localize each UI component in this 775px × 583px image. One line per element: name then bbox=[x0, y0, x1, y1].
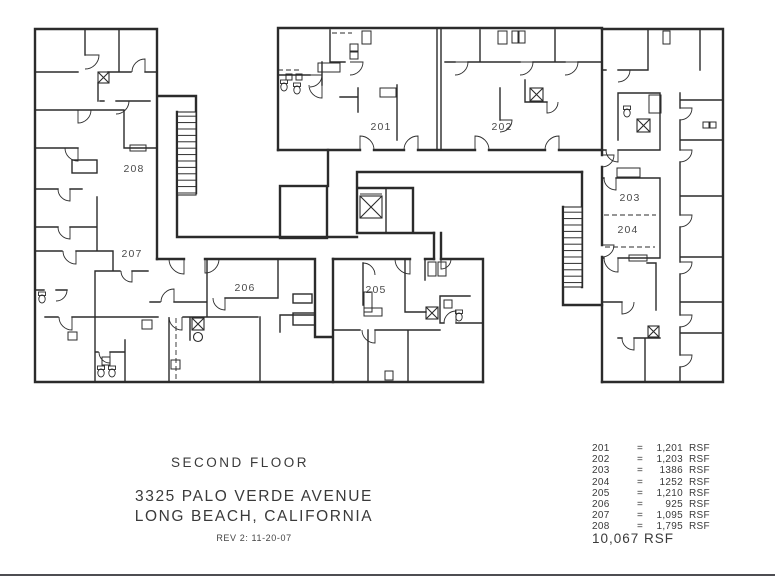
legend-row: 204 = 1252 RSF bbox=[592, 477, 710, 488]
toilet-icons bbox=[38, 79, 631, 378]
legend-equals: = bbox=[637, 476, 644, 488]
legend-row: 203 = 1386 RSF bbox=[592, 465, 710, 476]
legend-value: 1386 bbox=[659, 465, 683, 477]
legend-row: 206 = 925 RSF bbox=[592, 499, 710, 510]
address-line-1: 3325 PALO VERDE AVENUE bbox=[135, 488, 373, 505]
legend-row: 205 = 1,210 RSF bbox=[592, 488, 710, 499]
legend-suffix: RSF bbox=[689, 498, 710, 510]
unit-label-207: 207 bbox=[121, 248, 143, 260]
dashed-lines bbox=[175, 32, 656, 380]
legend-unit: 202 bbox=[592, 454, 610, 466]
unit-label-201: 201 bbox=[370, 121, 392, 133]
unit-label-204: 204 bbox=[617, 224, 639, 236]
legend-suffix: RSF bbox=[689, 487, 710, 499]
legend-value: 1252 bbox=[659, 476, 683, 488]
legend-unit: 203 bbox=[592, 465, 610, 477]
legend-suffix: RSF bbox=[689, 476, 710, 488]
legend-unit: 205 bbox=[592, 487, 610, 499]
legend-unit: 207 bbox=[592, 510, 610, 522]
legend-suffix: RSF bbox=[689, 443, 710, 454]
legend-equals: = bbox=[637, 454, 644, 466]
walls-exterior bbox=[33, 26, 725, 384]
staircase-east-icon bbox=[562, 206, 583, 288]
legend-row: 201 = 1,201 RSF bbox=[592, 443, 710, 454]
legend-unit: 208 bbox=[592, 521, 610, 533]
unit-label-208: 208 bbox=[123, 163, 145, 175]
revision-note: REV 2: 11-20-07 bbox=[216, 533, 292, 543]
door-swing-symbols bbox=[55, 54, 693, 368]
legend-row: 202 = 1,203 RSF bbox=[592, 454, 710, 465]
walls-interior bbox=[34, 27, 724, 383]
legend-value: 1,210 bbox=[656, 487, 683, 499]
unit-label-205: 205 bbox=[365, 284, 387, 296]
legend-unit: 204 bbox=[592, 476, 610, 488]
utility-box-icons bbox=[67, 30, 717, 381]
legend-suffix: RSF bbox=[689, 510, 710, 522]
legend-value: 925 bbox=[665, 498, 683, 510]
legend-equals: = bbox=[637, 498, 644, 510]
unit-label-203: 203 bbox=[619, 192, 641, 204]
legend-equals: = bbox=[637, 521, 644, 533]
legend-unit: 206 bbox=[592, 498, 610, 510]
legend-suffix: RSF bbox=[689, 465, 710, 477]
legend-value: 1,095 bbox=[656, 510, 683, 522]
casework-icons bbox=[129, 62, 662, 317]
legend-suffix: RSF bbox=[689, 521, 710, 533]
legend-value: 1,795 bbox=[656, 521, 683, 533]
legend-value: 1,203 bbox=[656, 454, 683, 466]
staircase-northwest-icon bbox=[176, 111, 197, 196]
legend-equals: = bbox=[637, 443, 644, 454]
unit-label-206: 206 bbox=[234, 282, 256, 294]
legend-equals: = bbox=[637, 510, 644, 522]
address-line-2: LONG BEACH, CALIFORNIA bbox=[134, 508, 374, 525]
total-rsf: 10,067 RSF bbox=[592, 531, 675, 546]
sheet-border-rule bbox=[0, 574, 775, 576]
title-block: SECOND FLOOR 3325 PALO VERDE AVENUE LONG… bbox=[98, 455, 410, 543]
legend-suffix: RSF bbox=[689, 454, 710, 466]
unit-label-202: 202 bbox=[491, 121, 513, 133]
legend-unit: 201 bbox=[592, 443, 610, 454]
legend-row: 208 = 1,795 RSF bbox=[592, 521, 710, 532]
legend-equals: = bbox=[637, 487, 644, 499]
elevator-x-icons bbox=[97, 71, 660, 343]
floor-title: SECOND FLOOR bbox=[170, 455, 309, 470]
legend-value: 1,201 bbox=[656, 443, 683, 454]
legend-row: 207 = 1,095 RSF bbox=[592, 510, 710, 521]
legend-equals: = bbox=[637, 465, 644, 477]
